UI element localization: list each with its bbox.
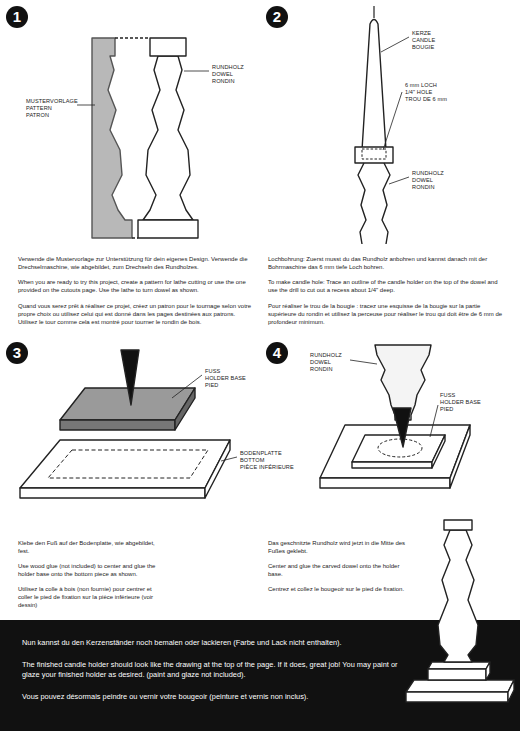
part-label: HOLDER BASE [440, 399, 481, 406]
part-label: DOWEL [412, 177, 433, 184]
leader-line [77, 105, 95, 106]
part-label: PATRON [26, 112, 49, 119]
part-label: HOLDER BASE [205, 375, 246, 382]
direction-arrow [121, 350, 139, 405]
part-label: PIÈCE INFÉRIEURE [240, 464, 294, 471]
bottom-plate [320, 425, 470, 478]
part-label: MUSTERVORLAGE [26, 98, 78, 105]
candle-hole [362, 149, 386, 159]
instruction-text: Das geschnitzte Rundholz wird jetzt in d… [268, 540, 408, 556]
part-label: 6 mm LOCH [405, 82, 437, 89]
part-label: FUSS [440, 392, 455, 399]
part-label: PIED [440, 406, 453, 413]
part-label: PATTERN [26, 105, 52, 112]
number-text: 1 [13, 8, 21, 25]
part-label: 1/4" HOLE [405, 89, 432, 96]
instruction-text: To make candle hole: Trace an outline of… [268, 279, 508, 295]
pattern-template [92, 38, 132, 238]
bottom-plate [450, 425, 470, 488]
part-label: KERZE [412, 30, 431, 37]
leader-line [350, 360, 377, 364]
dash-guide [115, 37, 150, 38]
step-number: 1 [6, 6, 28, 28]
part-label: RUNDHOLZ [310, 352, 342, 359]
candle [362, 20, 386, 151]
wick [373, 6, 374, 18]
closing-band: Nun kannst du den Kerzenständer noch bem… [0, 620, 520, 731]
leader-line [430, 405, 438, 437]
placement-outline [378, 439, 422, 457]
instruction-text: Verwende die Mustervorlage zur Unterstüt… [18, 256, 256, 272]
placement-outline [48, 450, 208, 478]
leader-line [383, 92, 402, 150]
instruction-text: When you are ready to try this project, … [18, 279, 256, 295]
part-label: BOTTOM [240, 457, 264, 464]
part-label: RUNDHOLZ [212, 64, 244, 71]
bottom-plate [20, 440, 230, 488]
part-label: RONDIN [310, 366, 333, 373]
bottom-plate [20, 488, 205, 498]
bottom-plate [320, 478, 450, 488]
part-label: RONDIN [412, 184, 435, 191]
holder-base [352, 462, 432, 468]
direction-arrow [393, 408, 411, 447]
instruction-text: Quand vous serez prêt à réaliser ce proj… [18, 303, 256, 327]
part-label: RUNDHOLZ [412, 170, 444, 177]
instruction-text: Utilisez la colle à bois (non fournie) p… [18, 586, 163, 610]
part-label: DOWEL [212, 71, 233, 78]
leader-line [389, 177, 409, 184]
turned-dowel [143, 56, 193, 220]
dowel-profile [382, 163, 390, 244]
instruction-text: Use wood glue (not included) to center a… [18, 563, 163, 579]
bottom-plate [205, 440, 230, 498]
leader-line [381, 37, 409, 52]
part-label: BODENPLATTE [240, 450, 282, 457]
leader-line [184, 71, 209, 72]
holder-base [60, 388, 195, 420]
dowel-cap [355, 147, 393, 163]
holder-base [352, 435, 445, 462]
leader-line [221, 457, 237, 461]
part-label: CANDLE [412, 37, 435, 44]
dowel-foot [138, 220, 198, 238]
step-number: 4 [266, 342, 288, 364]
dowel-cap [150, 38, 186, 56]
number-text: 2 [273, 8, 281, 25]
instruction-text: Centrez et collez le bougeoir sur le pie… [268, 586, 408, 594]
holder-base [432, 435, 445, 468]
part-label: FUSS [205, 368, 220, 375]
holder-base [175, 388, 195, 430]
number-text: 3 [13, 344, 21, 361]
instruction-text: Klebe den Fuß auf der Bodenplatte, wie a… [18, 540, 163, 556]
part-label: PIED [205, 382, 218, 389]
step-number: 2 [266, 6, 288, 28]
dash-guide [132, 237, 138, 238]
holder-base [60, 420, 175, 430]
part-label: RONDIN [212, 78, 235, 85]
band-text: The finished candle holder should look l… [22, 660, 402, 681]
part-label: DOWEL [310, 359, 331, 366]
band-text: Vous pouvez désormais peindre ou vernir … [22, 692, 402, 703]
band-text: Nun kannst du den Kerzenständer noch bem… [22, 638, 402, 649]
step-number: 3 [6, 342, 28, 364]
instruction-text: Pour réaliser le trou de la bougie : tra… [268, 303, 508, 327]
part-label: BOUGIE [412, 44, 434, 51]
leader-line [172, 375, 202, 398]
number-text: 4 [273, 344, 281, 361]
dowel-profile [358, 163, 366, 244]
part-label: TROU DE 6 mm [405, 96, 447, 103]
instruction-text: Center and glue the carved dowel onto th… [268, 563, 408, 579]
instruction-text: Lochbohrung: Zuerst musst du das Rundhol… [268, 256, 508, 272]
